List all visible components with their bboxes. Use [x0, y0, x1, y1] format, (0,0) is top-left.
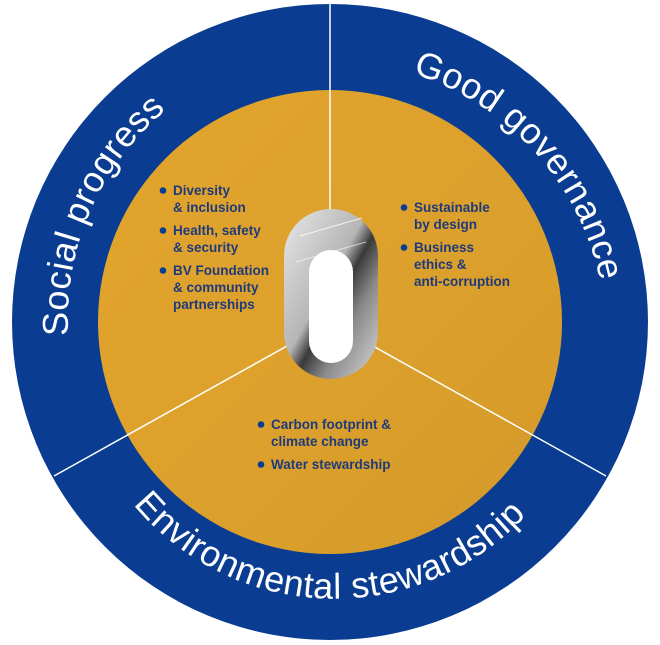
segment-item-text: Business: [414, 240, 474, 255]
bullet-dot: [159, 187, 167, 194]
segment-item-text: & inclusion: [173, 200, 246, 215]
segment-item-text: Water stewardship: [271, 457, 391, 472]
bullet-dot: [257, 461, 265, 468]
segment-item-text: ethics &: [414, 257, 467, 272]
segment-item-text: & community: [173, 280, 259, 295]
bullet-dot: [159, 227, 167, 234]
segment-item-text: Health, safety: [173, 223, 261, 238]
center-emblem-slot: [309, 250, 353, 363]
divider-lower-left: [53, 321, 331, 477]
bullet-dot: [400, 244, 408, 251]
bullet-dot: [159, 267, 167, 274]
segment-item-text: Diversity: [173, 183, 231, 198]
segment-item-text: BV Foundation: [173, 263, 269, 278]
center-emblem: [284, 209, 378, 379]
bullet-dot: [257, 421, 265, 428]
segment-item-text: Carbon footprint &: [271, 417, 391, 432]
segment-item-text: anti-corruption: [414, 274, 510, 289]
bullet-dot: [400, 204, 408, 211]
segment-item-text: climate change: [271, 434, 369, 449]
segment-item-text: Sustainable: [414, 200, 490, 215]
segment-item-text: partnerships: [173, 297, 255, 312]
segment-item-text: & security: [173, 240, 239, 255]
segment-item-text: by design: [414, 217, 477, 232]
divider-lower-right: [329, 321, 607, 477]
